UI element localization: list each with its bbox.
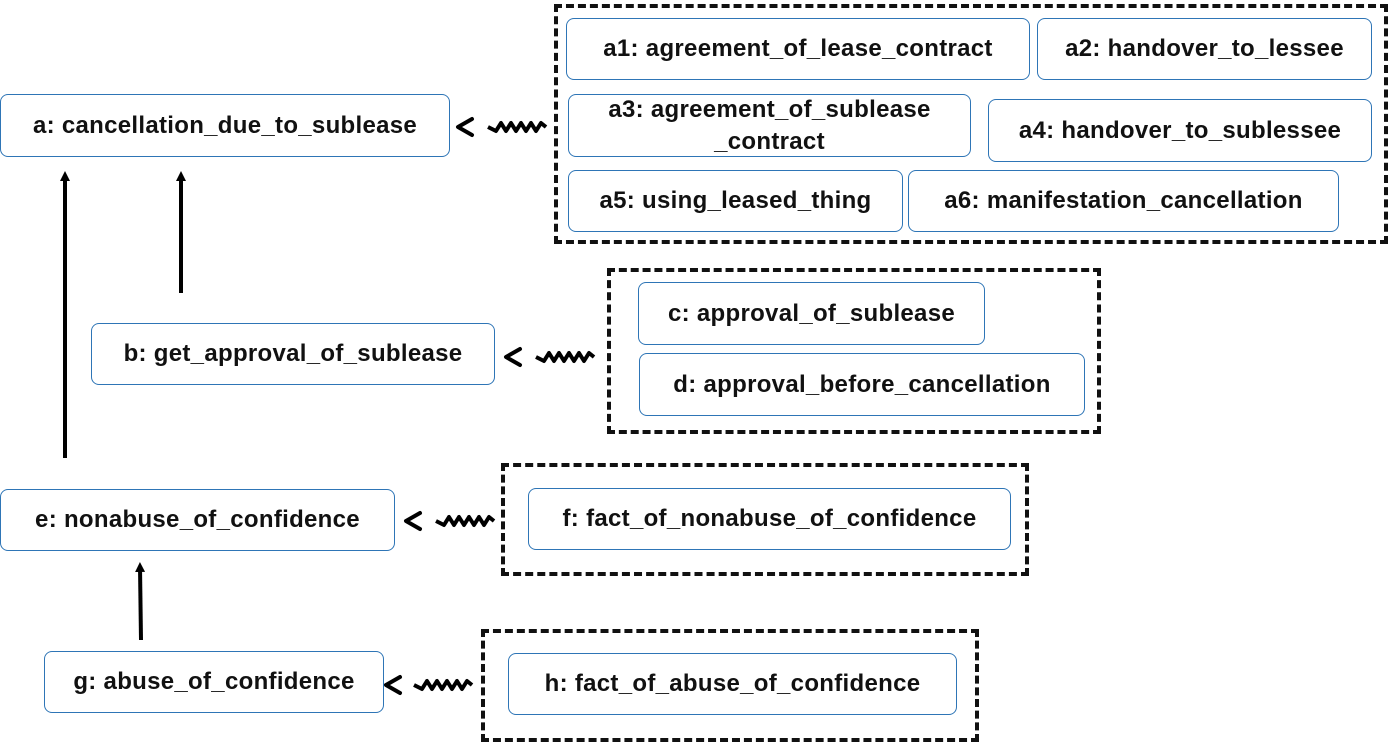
wavy-arrow-group-e-to-e xyxy=(404,511,496,531)
dashed-group-g xyxy=(481,629,979,742)
wavy-arrow-group-a-to-a xyxy=(456,117,548,137)
node-a3: a3: agreement_of_sublease _contract xyxy=(568,94,971,157)
node-c: c: approval_of_sublease xyxy=(638,282,985,345)
node-a: a: cancellation_due_to_sublease xyxy=(0,94,450,157)
node-a3-line1: a3: agreement_of_sublease xyxy=(608,95,931,123)
node-a6: a6: manifestation_cancellation xyxy=(908,170,1339,232)
dashed-group-b xyxy=(607,268,1101,434)
node-d: d: approval_before_cancellation xyxy=(639,353,1085,416)
dashed-group-a xyxy=(554,4,1388,244)
node-g: g: abuse_of_confidence xyxy=(44,651,384,713)
node-b: b: get_approval_of_sublease xyxy=(91,323,495,385)
arrow-g-to-e xyxy=(135,562,146,641)
node-a5: a5: using_leased_thing xyxy=(568,170,903,232)
wavy-arrow-group-g-to-g xyxy=(384,675,474,695)
dashed-group-e xyxy=(501,463,1029,576)
node-h: h: fact_of_abuse_of_confidence xyxy=(508,653,957,715)
node-a1: a1: agreement_of_lease_contract xyxy=(566,18,1030,80)
node-e: e: nonabuse_of_confidence xyxy=(0,489,395,551)
node-a4: a4: handover_to_sublessee xyxy=(988,99,1372,162)
node-a3-line2: _contract xyxy=(714,127,825,155)
node-f: f: fact_of_nonabuse_of_confidence xyxy=(528,488,1011,550)
node-a2: a2: handover_to_lessee xyxy=(1037,18,1372,80)
wavy-arrow-group-b-to-b xyxy=(504,347,596,367)
